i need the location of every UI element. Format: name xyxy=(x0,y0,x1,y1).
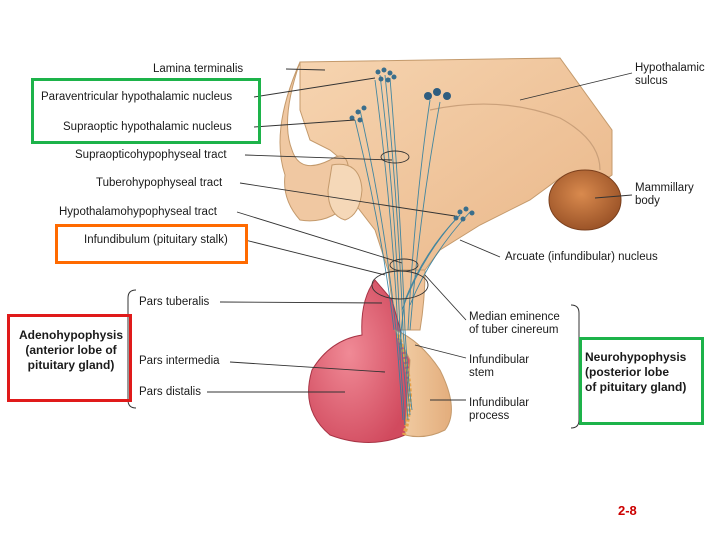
label-paraventricular-nucleus: Paraventricular hypothalamic nucleus xyxy=(41,91,233,103)
label-median-eminence: Median eminence of tuber cinereum xyxy=(469,311,560,336)
label-pars-tuberalis: Pars tuberalis xyxy=(139,296,210,308)
label-hypothalamohypophyseal-tract: Hypothalamohypophyseal tract xyxy=(59,206,217,218)
label-pars-distalis: Pars distalis xyxy=(139,386,201,398)
label-infundibulum: Infundibulum (pituitary stalk) xyxy=(84,234,228,246)
label-mammillary-body: Mammillary body xyxy=(635,182,694,207)
paraventricular-supraoptic-highlight-box xyxy=(31,78,261,144)
label-lamina-terminalis: Lamina terminalis xyxy=(153,63,244,75)
infundibulum-highlight-box xyxy=(55,224,248,264)
label-adenohypophysis: Adenohypophysis (anterior lobe of pituit… xyxy=(18,328,123,372)
mammillary-body xyxy=(548,169,622,231)
label-supraopticohypophyseal-tract: Supraopticohypophyseal tract xyxy=(75,149,227,161)
optic-chiasm xyxy=(327,163,363,221)
neuron-cell-bodies xyxy=(349,67,475,222)
label-supraoptic-nucleus: Supraoptic hypothalamic nucleus xyxy=(63,121,232,133)
page-number: 2-8 xyxy=(618,503,637,518)
neuron-fibers xyxy=(354,74,471,426)
label-tuberohypophyseal-tract: Tuberohypophyseal tract xyxy=(96,177,223,189)
label-arcuate-nucleus: Arcuate (infundibular) nucleus xyxy=(505,251,658,263)
label-pars-intermedia: Pars intermedia xyxy=(139,355,220,367)
stalk-marker-ellipse xyxy=(371,270,429,300)
neurohypophysis-bracket xyxy=(570,304,580,429)
label-neurohypophysis: Neurohypophysis (posterior lobe of pitui… xyxy=(585,350,687,394)
tract-marker-ellipse xyxy=(380,150,410,164)
neurohypophysis-highlight-box xyxy=(579,337,704,425)
label-infundibular-process: Infundibular process xyxy=(469,397,530,422)
adenohypophysis-highlight-box xyxy=(7,314,132,402)
leader-lines xyxy=(207,68,633,401)
adenohypophysis-bracket xyxy=(127,289,137,409)
sulcus-shadow xyxy=(429,103,601,171)
label-infundibular-stem: Infundibular stem xyxy=(469,354,530,379)
label-hypothalamic-sulcus: Hypothalamic sulcus xyxy=(635,62,705,87)
